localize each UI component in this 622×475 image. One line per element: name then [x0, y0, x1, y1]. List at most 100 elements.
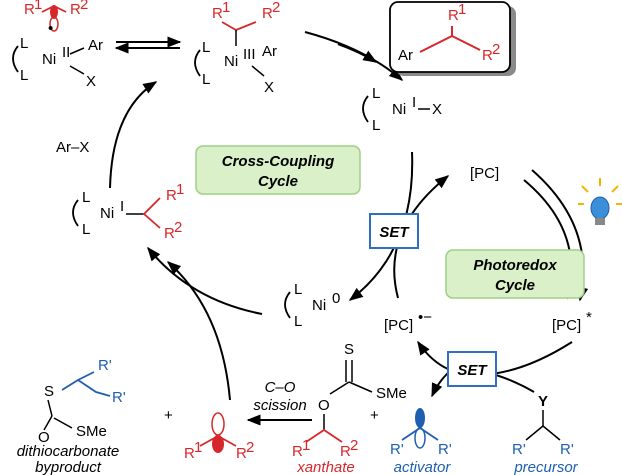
product-r2-sup: 2: [492, 41, 500, 58]
ni0-to-alkyl-arrow: [147, 246, 263, 315]
r2-sup: 2: [80, 0, 88, 13]
ligand-l2: L: [202, 71, 210, 88]
ligand-l2: L: [294, 313, 302, 330]
xanthate-label: xanthate: [296, 459, 355, 475]
alkyl-r1-sup: 1: [176, 181, 184, 198]
cross-coupling-subtitle: Cycle: [258, 173, 298, 190]
radical-r2-sup: 2: [246, 439, 254, 456]
xanthate-thione-s: S: [344, 341, 354, 358]
ligand-arc: [12, 45, 19, 73]
ni-iii-x: X: [264, 79, 274, 96]
product-r1-sup: 1: [458, 1, 466, 18]
ligand-arc: [284, 291, 291, 319]
radical-capture-arrow: [166, 261, 231, 401]
set-box-lower: SET: [447, 351, 497, 387]
ni-i-alkyl: L L Ni I R 1 R 2: [72, 181, 184, 242]
ni-ar-bond: [69, 47, 85, 55]
set-lower-label: SET: [457, 362, 488, 379]
xanthate-r2-sup: 2: [350, 437, 358, 454]
ni-i-halide: L L Ni I X: [362, 85, 442, 134]
activator-rp1: R': [390, 441, 404, 458]
ni-0-ox: 0: [332, 290, 340, 307]
ni-i-x: X: [432, 101, 442, 118]
byproduct-s: S: [44, 383, 54, 400]
ni-iii-label: Ni: [224, 53, 238, 70]
byproduct-line1: dithiocarbonate: [17, 443, 120, 460]
activator-orbital-icon: [415, 408, 425, 428]
xanthate-r1: R: [292, 443, 303, 460]
alkyl-radical: R 1 R 2: [184, 412, 254, 462]
byproduct-line2: byproduct: [35, 459, 102, 475]
co-scission-line1: C–O: [265, 379, 296, 396]
cross-coupling-title: Cross-Coupling: [222, 153, 335, 170]
plus-sign-radical: +: [164, 407, 173, 424]
product-r2: R: [482, 47, 493, 64]
photoredox-bg: [445, 249, 585, 299]
alkyl-r2: R: [164, 225, 175, 242]
xanthate-structure: S SMe O R 1 R 2 xanthate: [292, 341, 407, 475]
cross-coupling-cycle-label: Cross-Coupling Cycle: [195, 145, 361, 195]
precursor-rp2: R': [560, 441, 574, 458]
radical-orbital-icon: [211, 412, 225, 436]
ligand-l2: L: [82, 221, 90, 238]
activator-structure: R' R' activator: [390, 408, 452, 475]
ni-x-bond: [251, 65, 265, 77]
precursor-label: precursor: [513, 459, 578, 475]
photocatalyst-reduced-sup: •−: [418, 309, 432, 326]
r1-sup: 1: [222, 0, 230, 16]
product-box: R 1 Ar R 2: [389, 1, 516, 76]
photocatalyst-reduced: [PC]: [384, 317, 413, 334]
byproduct-rp2: R': [112, 389, 126, 406]
precursor-rp1: R': [512, 441, 526, 458]
ni-0-label: Ni: [312, 297, 326, 314]
byproduct-rp1: R': [98, 357, 112, 374]
photocatalyst-excited: [PC]: [552, 317, 581, 334]
alkyl-bonds: [221, 21, 257, 31]
r2-sup: 2: [272, 0, 280, 16]
radical-dot: •: [48, 20, 53, 37]
ni-iii-ox: III: [243, 46, 256, 63]
product-ar: Ar: [398, 47, 413, 64]
cross-coupling-bg: [195, 145, 361, 195]
aryl-halide-label: Ar–X: [56, 139, 89, 156]
ni-ii-complex: R 1 R 2 • L L Ni II Ar X: [12, 0, 103, 90]
xanthate-r1-sup: 1: [302, 437, 310, 454]
ni-ii-label: Ni: [42, 51, 56, 68]
ligand-l1: L: [202, 39, 210, 56]
radical-r1: R: [184, 445, 195, 462]
ni-x-bond: [69, 65, 85, 75]
activator-lobe-icon: [414, 427, 426, 449]
ni-ii-ar: Ar: [88, 37, 103, 54]
ligand-l1: L: [20, 35, 28, 52]
set-upper-label: SET: [379, 224, 410, 241]
product-release-arrow: [337, 43, 378, 63]
photoredox-title: Photoredox: [473, 257, 557, 274]
photoredox-subtitle: Cycle: [495, 277, 535, 294]
ni-iii-ar: Ar: [262, 43, 277, 60]
ligand-l1: L: [372, 85, 380, 102]
radical-lobe-icon: [49, 16, 59, 32]
precursor-structure: Y R' R' precursor: [512, 393, 579, 475]
oxidative-addition-arrow: [109, 81, 158, 189]
dithiocarbonate-byproduct: R' R' S O SMe dithiocarbonate byproduct: [17, 357, 126, 475]
ni-i-alkyl-label: Ni: [100, 205, 114, 222]
ni-i-ox: I: [412, 94, 416, 111]
ni-i-alkyl-ox: I: [120, 198, 124, 215]
radical-r2: R: [236, 445, 247, 462]
activator-rp2: R': [438, 441, 452, 458]
light-bulb-icon: [578, 178, 622, 225]
set-lower-frame: [447, 351, 497, 387]
product-r1: R: [448, 7, 459, 24]
xanthate-o: O: [318, 397, 330, 414]
set-box-upper: SET: [369, 213, 419, 249]
activator-label: activator: [394, 459, 452, 475]
r2-label: R: [70, 1, 81, 18]
alkyl-r1: R: [166, 187, 177, 204]
ligand-l2: L: [372, 117, 380, 134]
alkyl-bonds: [142, 197, 161, 229]
ligand-arc: [72, 199, 79, 227]
set-upper-frame: [369, 213, 419, 249]
r1-label: R: [212, 5, 223, 22]
r1-label: R: [24, 1, 35, 18]
ligand-arc: [194, 49, 201, 77]
